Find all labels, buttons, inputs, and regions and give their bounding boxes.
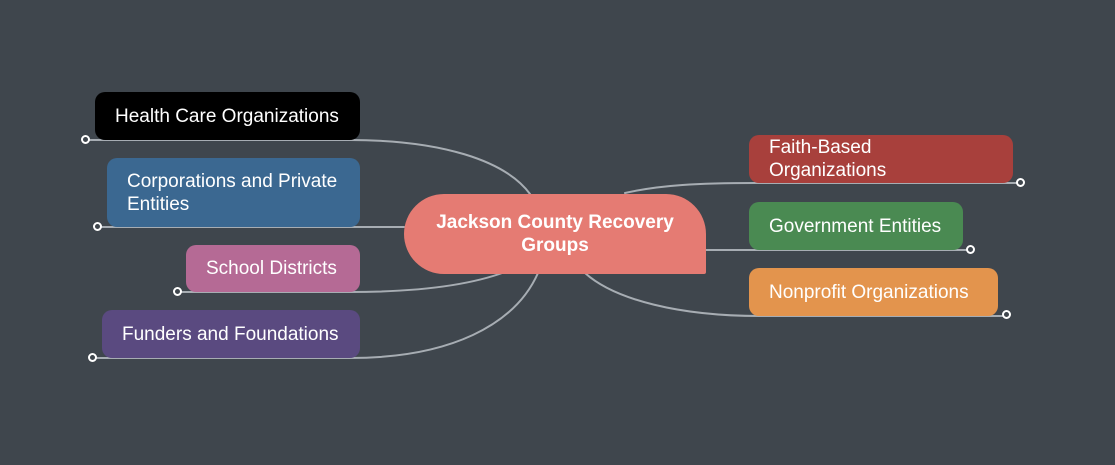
collapse-handle-government[interactable] xyxy=(966,245,975,254)
collapse-handle-funders[interactable] xyxy=(88,353,97,362)
topic-corporations-and-private-entities[interactable]: Corporations and Private Entities xyxy=(107,158,360,227)
topic-faith-based-organizations[interactable]: Faith-Based Organizations xyxy=(749,135,1013,183)
topic-government-entities[interactable]: Government Entities xyxy=(749,202,963,250)
topic-label: Corporations and Private Entities xyxy=(127,170,338,215)
connector-nonprofit xyxy=(584,272,1007,317)
collapse-handle-school-districts[interactable] xyxy=(173,287,182,296)
collapse-handle-corporations[interactable] xyxy=(93,222,102,231)
topic-health-care-organizations[interactable]: Health Care Organizations xyxy=(95,92,360,140)
topic-label: Faith-Based Organizations xyxy=(769,137,887,181)
topic-label: Health Care Organizations xyxy=(115,105,339,127)
topic-nonprofit-organizations[interactable]: Nonprofit Organizations xyxy=(749,268,998,316)
connector-health-care xyxy=(85,139,531,195)
topic-label: Nonprofit Organizations xyxy=(769,281,969,303)
connector-school-districts xyxy=(177,271,506,293)
topic-label: Funders and Foundations xyxy=(122,323,339,345)
connector-funders xyxy=(92,272,539,359)
topic-label: School Districts xyxy=(206,258,337,279)
topic-school-districts[interactable]: School Districts xyxy=(186,245,360,292)
connector-faith-based xyxy=(624,182,1021,194)
collapse-handle-faith-based[interactable] xyxy=(1016,178,1025,187)
collapse-handle-health-care[interactable] xyxy=(81,135,90,144)
topic-funders-and-foundations[interactable]: Funders and Foundations xyxy=(102,310,360,358)
central-topic-node[interactable]: Jackson County Recovery Groups xyxy=(404,194,706,274)
collapse-handle-nonprofit[interactable] xyxy=(1002,310,1011,319)
topic-label: Government Entities xyxy=(769,215,942,237)
